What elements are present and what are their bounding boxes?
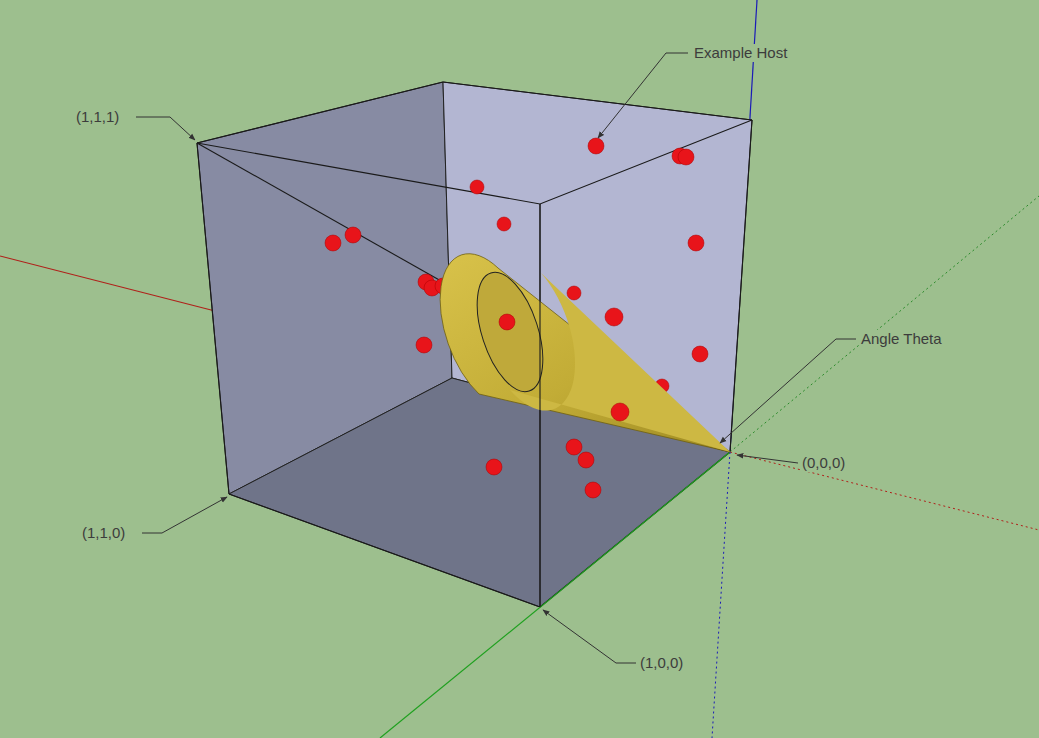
x-axis [0, 256, 215, 311]
host-dots-front [486, 314, 629, 498]
cone [440, 204, 730, 607]
z-axis-dotted [712, 452, 730, 738]
coordinate-label: (1,0,0) [638, 654, 685, 672]
coordinate-label: (1,1,1) [74, 108, 121, 126]
coordinate-label: Example Host [692, 44, 789, 62]
coordinate-label: Angle Theta [859, 330, 944, 348]
y-axis [380, 452, 730, 738]
y-axis-dotted [730, 196, 1039, 452]
x-axis-dotted [730, 452, 1039, 530]
cube-edges [197, 82, 752, 607]
coordinate-label: (1,1,0) [80, 524, 127, 542]
leader-lines [136, 53, 856, 663]
coordinate-label: (0,0,0) [800, 454, 847, 472]
